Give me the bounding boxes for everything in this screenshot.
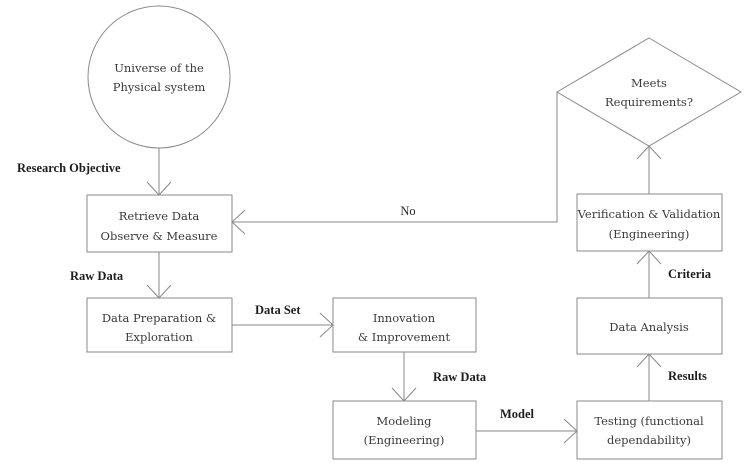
node-analysis: Data Analysis xyxy=(576,297,723,355)
node-universe-line1: Universe of the xyxy=(114,61,204,75)
node-retrieve-line2: Observe & Measure xyxy=(101,229,218,243)
label-research-objective: Research Objective xyxy=(17,161,121,175)
node-prep: Data Preparation & Exploration xyxy=(86,297,233,353)
node-prep-line2: Exploration xyxy=(125,330,193,344)
edge-universe-retrieve xyxy=(146,148,172,196)
label-raw-data-1: Raw Data xyxy=(70,269,124,283)
edge-decision-retrieve-no xyxy=(231,92,558,235)
label-model: Model xyxy=(500,407,535,421)
node-modeling-line2: (Engineering) xyxy=(364,433,445,447)
node-innovation: Innovation & Improvement xyxy=(332,297,477,353)
node-decision: Meets Requirements? xyxy=(556,37,742,147)
edge-verification-decision xyxy=(636,145,662,194)
label-no: No xyxy=(400,204,415,218)
edge-retrieve-prep xyxy=(146,252,172,299)
node-universe-line2: Physical system xyxy=(113,80,206,94)
node-verification: Verification & Validation (Engineering) xyxy=(576,193,723,252)
node-analysis-line1: Data Analysis xyxy=(609,320,689,334)
node-universe: Universe of the Physical system xyxy=(87,5,231,149)
label-results: Results xyxy=(668,369,707,383)
node-innovation-line2: & Improvement xyxy=(358,330,451,344)
node-retrieve: Retrieve Data Observe & Measure xyxy=(86,194,233,253)
edge-testing-analysis xyxy=(636,353,662,401)
node-testing: Testing (functional dependability) xyxy=(576,400,723,460)
node-testing-line2: dependability) xyxy=(607,433,691,447)
edge-analysis-verification xyxy=(636,250,662,298)
node-prep-line1: Data Preparation & xyxy=(102,311,216,325)
node-verification-line2: (Engineering) xyxy=(609,227,690,241)
node-testing-line1: Testing (functional xyxy=(594,414,704,428)
edge-innovation-modeling xyxy=(391,352,417,402)
node-innovation-line1: Innovation xyxy=(373,311,436,325)
node-modeling-line1: Modeling xyxy=(377,414,433,428)
label-data-set: Data Set xyxy=(255,303,301,317)
node-modeling: Modeling (Engineering) xyxy=(332,400,477,460)
edge-modeling-testing xyxy=(476,418,578,444)
node-retrieve-line1: Retrieve Data xyxy=(119,209,200,223)
node-decision-line2: Requirements? xyxy=(605,95,693,109)
node-verification-line1: Verification & Validation xyxy=(577,207,721,221)
label-raw-data-2: Raw Data xyxy=(433,370,487,384)
label-criteria: Criteria xyxy=(668,267,712,281)
node-decision-line1: Meets xyxy=(631,76,667,90)
